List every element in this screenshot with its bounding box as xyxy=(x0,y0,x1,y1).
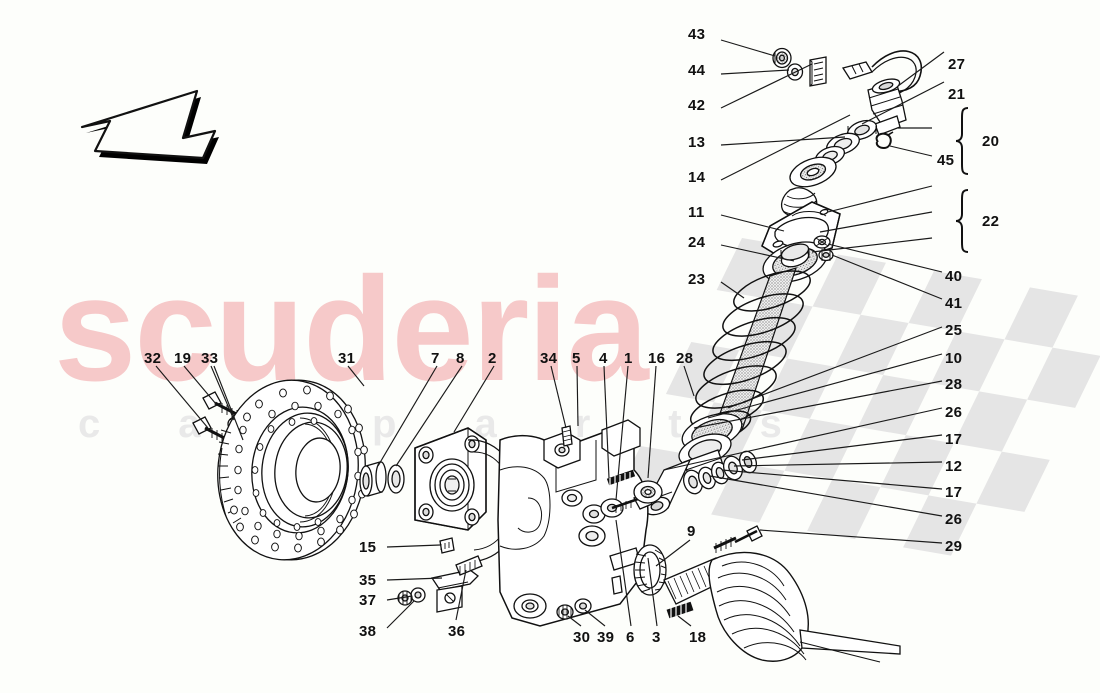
callout-28-mid[interactable]: 28 xyxy=(676,350,694,367)
part-upright-body xyxy=(497,419,649,627)
callout-17[interactable]: 17 xyxy=(945,431,963,448)
callout-5[interactable]: 5 xyxy=(572,350,581,367)
callout-37[interactable]: 37 xyxy=(359,592,377,609)
callout-19[interactable]: 19 xyxy=(174,350,192,367)
bracket-20 xyxy=(955,107,969,175)
watermark-scuderia: scuderia xyxy=(54,247,649,412)
brake-disc-group xyxy=(192,379,369,561)
callout-group-22[interactable]: 22 xyxy=(982,213,1000,230)
callout-13[interactable]: 13 xyxy=(688,134,706,151)
callout-29[interactable]: 29 xyxy=(945,538,963,555)
callout-26b[interactable]: 26 xyxy=(945,511,963,528)
part-14-mount-ring xyxy=(789,156,837,188)
callout-21[interactable]: 21 xyxy=(948,86,966,103)
callout-7[interactable]: 7 xyxy=(431,350,440,367)
callout-25[interactable]: 25 xyxy=(945,322,963,339)
callout-31[interactable]: 31 xyxy=(338,350,356,367)
part-outer-shaft xyxy=(799,629,901,663)
part-30-nut xyxy=(556,604,574,620)
group-brackets xyxy=(955,107,969,253)
part-31-brake-disc xyxy=(217,379,369,561)
callout-30[interactable]: 30 xyxy=(573,629,591,646)
part-cv-boot xyxy=(708,551,809,662)
part-36-stud xyxy=(455,555,483,576)
callout-4[interactable]: 4 xyxy=(599,350,608,367)
callout-44[interactable]: 44 xyxy=(688,62,706,79)
callout-12[interactable]: 12 xyxy=(945,458,963,475)
part-9-tone-ring xyxy=(633,544,667,596)
callout-40[interactable]: 40 xyxy=(945,268,963,285)
callout-38[interactable]: 38 xyxy=(359,623,377,640)
callout-group-20[interactable]: 20 xyxy=(982,133,1000,150)
callout-33[interactable]: 33 xyxy=(201,350,219,367)
callout-16[interactable]: 16 xyxy=(648,350,666,367)
part-34-pin xyxy=(561,425,573,447)
callout-14[interactable]: 14 xyxy=(688,169,706,186)
callout-36[interactable]: 36 xyxy=(448,623,466,640)
leader-lines xyxy=(155,39,945,629)
part-45-circlip xyxy=(875,131,894,150)
part-39-washer xyxy=(574,598,592,614)
part-18-spring-bush xyxy=(666,601,694,620)
part-5-spring xyxy=(606,469,636,488)
direction-arrow xyxy=(80,89,219,164)
part-29-bolt xyxy=(713,525,763,553)
part-42-clip xyxy=(809,56,827,87)
driveshaft-group xyxy=(556,544,901,663)
part-43-bushing xyxy=(772,47,792,69)
callout-34[interactable]: 34 xyxy=(540,350,558,367)
callout-18[interactable]: 18 xyxy=(689,629,707,646)
callout-43[interactable]: 43 xyxy=(688,26,706,43)
part-7-spacer xyxy=(359,461,387,497)
part-2-wheel-hub xyxy=(414,427,487,531)
callout-24[interactable]: 24 xyxy=(688,234,706,251)
callout-3[interactable]: 3 xyxy=(652,629,661,646)
callout-6[interactable]: 6 xyxy=(626,629,635,646)
callout-32[interactable]: 32 xyxy=(144,350,162,367)
callout-27[interactable]: 27 xyxy=(948,56,966,73)
callout-17b[interactable]: 17 xyxy=(945,484,963,501)
part-40-fastener xyxy=(813,235,831,249)
part-28b-bush xyxy=(633,480,663,504)
callout-1[interactable]: 1 xyxy=(624,350,633,367)
callout-35[interactable]: 35 xyxy=(359,572,377,589)
callout-41[interactable]: 41 xyxy=(945,295,963,312)
callout-11[interactable]: 11 xyxy=(688,204,705,221)
callout-23[interactable]: 23 xyxy=(688,271,706,288)
callout-26[interactable]: 26 xyxy=(945,404,963,421)
shock-top-mount-group xyxy=(772,47,923,217)
callout-28-right[interactable]: 28 xyxy=(945,376,963,393)
bracket-22 xyxy=(955,189,969,253)
part-stack-washers xyxy=(682,450,758,495)
callout-45[interactable]: 45 xyxy=(937,152,955,169)
callout-2[interactable]: 2 xyxy=(488,350,497,367)
part-35-sensor-bracket xyxy=(430,569,479,613)
hub-group xyxy=(359,427,487,554)
part-8-seal xyxy=(387,464,405,494)
part-15-bolt xyxy=(439,537,455,554)
callout-8[interactable]: 8 xyxy=(456,350,465,367)
part-3-pin xyxy=(611,575,623,595)
callout-39[interactable]: 39 xyxy=(597,629,615,646)
callout-9[interactable]: 9 xyxy=(687,523,696,540)
callout-42[interactable]: 42 xyxy=(688,97,706,114)
part-37-nut xyxy=(410,587,426,603)
part-4-washer xyxy=(582,504,606,524)
callout-15[interactable]: 15 xyxy=(359,539,377,556)
callout-10[interactable]: 10 xyxy=(945,350,963,367)
